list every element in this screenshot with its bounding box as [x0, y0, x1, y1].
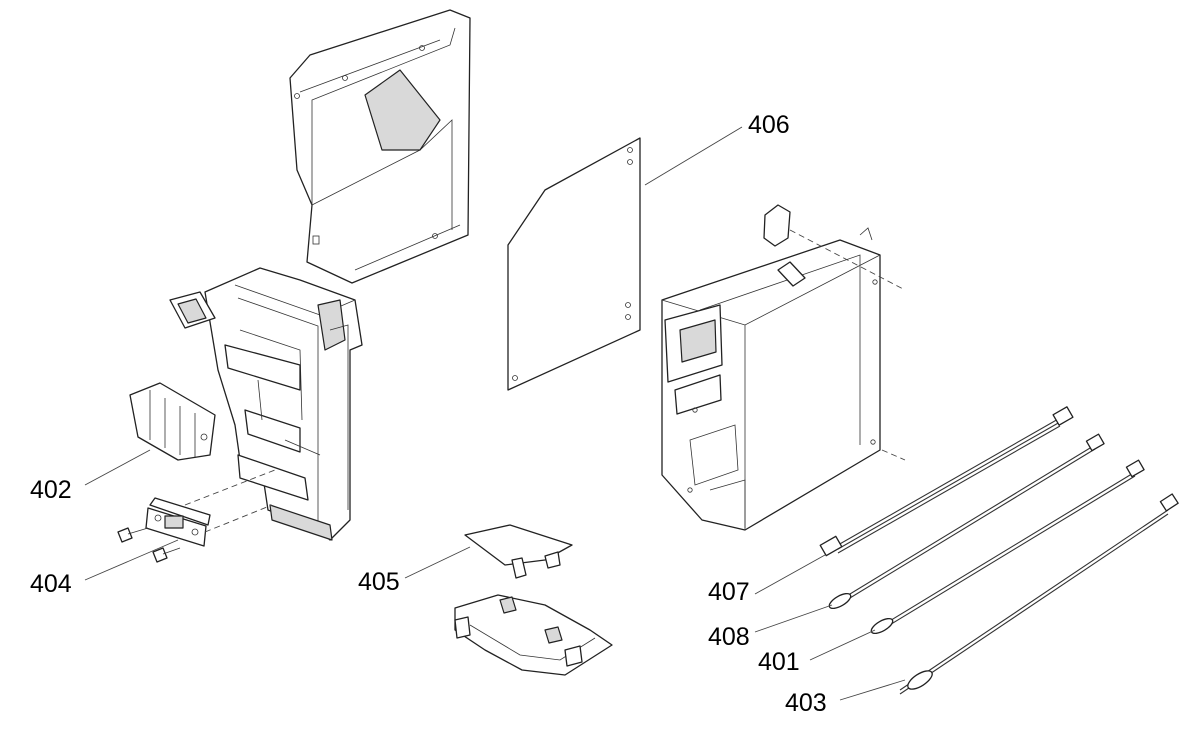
part-406-circuit-board	[507, 137, 641, 391]
top-cover-part	[289, 9, 471, 284]
leader-407	[754, 554, 826, 595]
dash-404-b	[204, 504, 273, 533]
part-403-thermistor-cable	[899, 493, 1179, 695]
label-404: 404	[30, 570, 72, 598]
label-405: 405	[358, 568, 400, 596]
leader-403	[839, 679, 906, 701]
dash-box-right	[881, 449, 906, 461]
part-402-ribbed-block	[129, 382, 216, 461]
label-402: 402	[30, 476, 72, 504]
part-401-sensor-cable	[870, 459, 1145, 635]
housing-box-part	[661, 204, 881, 531]
part-404-cover-plate	[117, 497, 211, 563]
label-407: 407	[708, 578, 750, 606]
leader-401	[809, 629, 876, 661]
label-408: 408	[708, 623, 750, 651]
part-405-lid-plate	[464, 524, 573, 579]
leader-402	[84, 449, 151, 486]
main-frame-part	[169, 267, 363, 541]
part-407-ribbon-cable	[819, 406, 1074, 557]
part-408-sensor-cable	[828, 433, 1105, 610]
leader-406	[644, 126, 743, 186]
dash-clip	[789, 229, 906, 291]
leader-408	[754, 604, 833, 633]
label-406: 406	[748, 111, 790, 139]
label-401: 401	[758, 648, 800, 676]
label-403: 403	[785, 689, 827, 717]
dash-404-a	[184, 469, 276, 506]
leader-404	[84, 539, 179, 581]
base-housing-part	[454, 594, 613, 676]
leader-405	[404, 546, 471, 579]
